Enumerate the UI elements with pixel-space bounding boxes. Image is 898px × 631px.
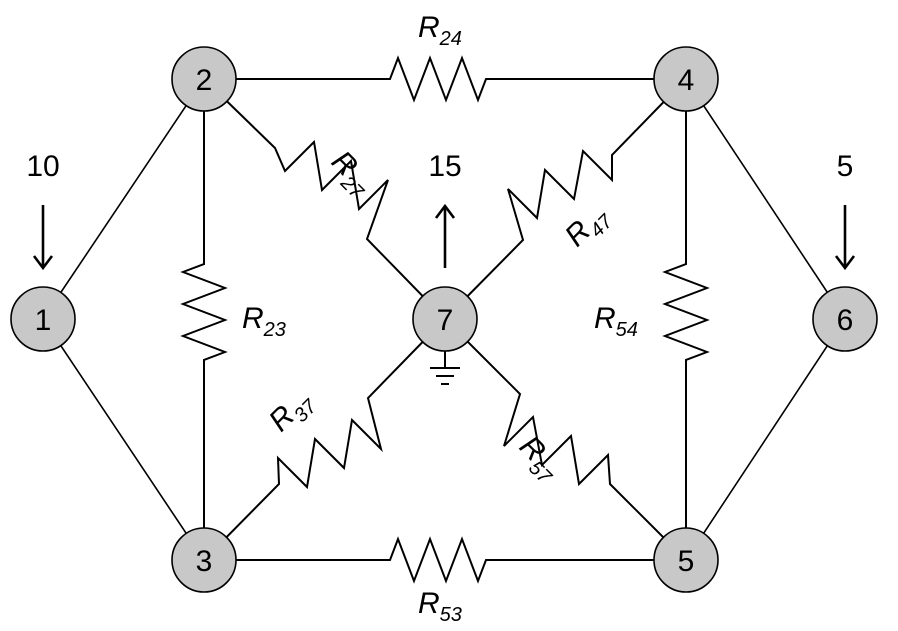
node-label: 1 [35, 304, 52, 337]
node-5: 5 [653, 527, 719, 593]
wire-6-5 [685, 318, 846, 561]
node-circle [412, 286, 478, 352]
node-circle [10, 286, 76, 352]
wire-1-2 [42, 78, 205, 320]
flow-label-node1: 10 [26, 150, 59, 183]
node-label: 3 [196, 545, 213, 578]
flow-label-node6: 5 [837, 150, 854, 183]
resistor-r57 [444, 318, 687, 561]
label-r53-sub: 53 [440, 604, 462, 626]
node-6: 6 [812, 286, 878, 352]
node-7: 7 [412, 286, 478, 352]
flow-arrow-node6 [834, 205, 856, 271]
label-r37: R37 [263, 383, 322, 442]
flow-label-node7: 15 [428, 150, 461, 183]
node-circle [812, 286, 878, 352]
node-1: 1 [10, 286, 76, 352]
wire-1-3 [42, 318, 205, 561]
wires [42, 78, 846, 561]
resistor-r53 [204, 536, 686, 584]
wire-6-4 [685, 78, 846, 320]
label-r23: R23 [242, 302, 286, 341]
label-r54: R54 [594, 302, 638, 341]
ground-symbol [430, 351, 460, 385]
resistor-r27 [203, 78, 446, 320]
resistor-r54 [662, 79, 710, 560]
node-circle [653, 46, 719, 112]
resistor-r24 [204, 55, 686, 103]
node-label: 6 [837, 304, 854, 337]
node-4: 4 [653, 46, 719, 112]
label-r23-letter: R [242, 302, 264, 335]
node-3: 3 [171, 527, 237, 593]
label-r27: R27 [321, 145, 380, 204]
node-circle [171, 527, 237, 593]
label-r24-letter: R [418, 11, 440, 44]
label-r54-letter: R [594, 302, 616, 335]
flow-arrow-node7 [434, 203, 456, 268]
label-r57: R57 [509, 430, 568, 489]
node-label: 2 [196, 64, 213, 97]
resistor-r23 [180, 79, 228, 560]
node-label: 4 [678, 64, 695, 97]
node-circle [171, 46, 237, 112]
label-r24-sub: 24 [439, 28, 462, 50]
node-label: 5 [678, 545, 695, 578]
label-r54-sub: 54 [616, 319, 638, 341]
resistor-r47 [444, 78, 687, 320]
label-r23-sub: 23 [263, 319, 286, 341]
node-2: 2 [171, 46, 237, 112]
label-r47: R47 [559, 198, 618, 257]
node-circle [653, 527, 719, 593]
label-r53-letter: R [418, 587, 440, 620]
resistor-r37 [203, 318, 446, 561]
flow-arrow-node1 [32, 205, 54, 271]
label-r24: R24 [418, 11, 462, 50]
node-label: 7 [437, 304, 454, 337]
label-r53: R53 [418, 587, 462, 626]
